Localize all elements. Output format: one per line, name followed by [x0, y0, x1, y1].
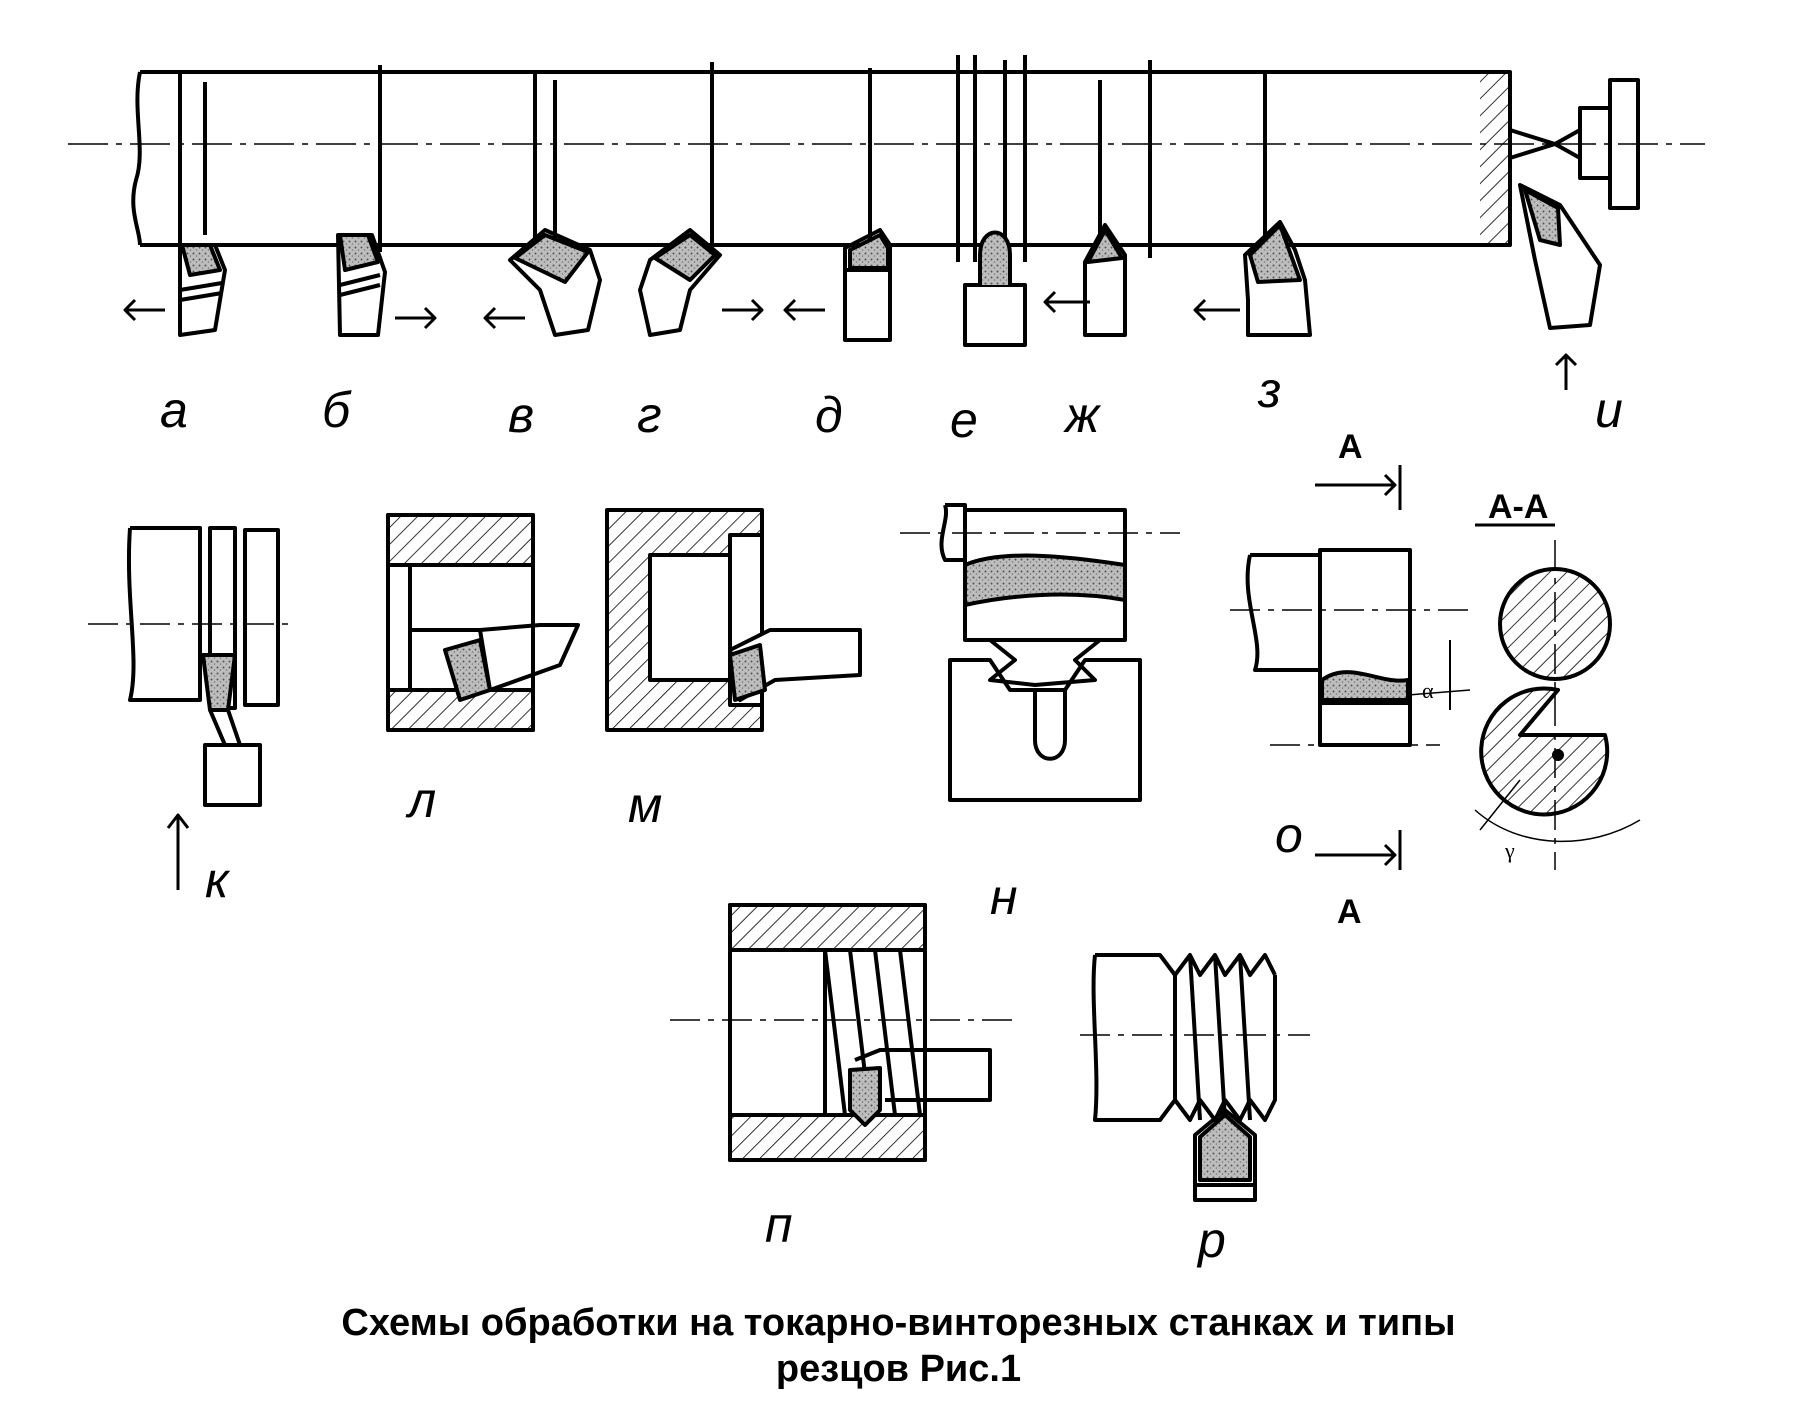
- stepped-shaft: [68, 55, 1705, 262]
- cutter-g: [638, 228, 722, 337]
- section-mark-bottom: А: [1337, 893, 1362, 931]
- cutter-a: [178, 243, 227, 337]
- scheme-m: [605, 508, 862, 732]
- cutter-zh: [1083, 223, 1127, 337]
- scheme-r: [1080, 953, 1310, 1202]
- label-p: п: [765, 1197, 793, 1253]
- label-a: а: [160, 382, 188, 438]
- cutter-e: [963, 230, 1027, 347]
- label-zh: ж: [1065, 387, 1100, 443]
- cutter-z: [1243, 220, 1312, 337]
- caption-line-2: резцов Рис.1: [775, 1348, 1022, 1390]
- label-v: в: [508, 387, 535, 443]
- label-k: к: [205, 852, 229, 908]
- section-a-a: [1474, 523, 1641, 870]
- label-e: е: [950, 392, 978, 448]
- feed-arrows-top: [123, 290, 1578, 390]
- label-d: д: [815, 387, 843, 443]
- label-o: о: [1275, 807, 1303, 863]
- caption-line-1: Схемы обработки на токарно-винторезных с…: [341, 1302, 1456, 1344]
- scheme-o: [1230, 465, 1471, 870]
- scheme-n: [900, 503, 1180, 802]
- label-z: з: [1258, 362, 1282, 418]
- cutter-d: [843, 228, 892, 342]
- scheme-l: [386, 513, 580, 732]
- label-m: м: [628, 777, 663, 833]
- label-g: г: [637, 387, 662, 443]
- cutter-i: [1518, 183, 1602, 330]
- section-mark-top: А: [1338, 428, 1363, 466]
- label-n: н: [990, 869, 1018, 925]
- section-title: А-А: [1488, 488, 1549, 526]
- scheme-p: [670, 903, 1020, 1162]
- scheme-k: [88, 526, 290, 890]
- cutter-b: [336, 233, 387, 337]
- label-b: б: [322, 382, 351, 438]
- cutter-v: [508, 228, 602, 337]
- label-i: и: [1595, 382, 1623, 438]
- gamma-label: γ: [1505, 838, 1515, 863]
- alpha-label: α: [1422, 678, 1434, 703]
- label-l: л: [408, 772, 437, 828]
- label-r: р: [1198, 1212, 1226, 1268]
